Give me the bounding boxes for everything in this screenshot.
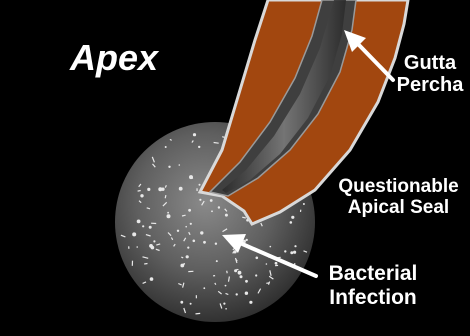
- bacterium-dot: [165, 146, 167, 148]
- bacterium-rod: [181, 257, 183, 258]
- bacterium-dot: [190, 303, 192, 305]
- bacterium-dot: [167, 214, 171, 218]
- bacterium-rod: [227, 271, 228, 274]
- bacterium-dot: [149, 226, 152, 229]
- bacterium-rod: [242, 217, 246, 218]
- bacterium-dot: [179, 164, 181, 166]
- bacterium-dot: [177, 230, 179, 232]
- bacterium-dot: [275, 262, 278, 265]
- bacterium-dot: [168, 166, 170, 168]
- bacterium-dot: [303, 203, 305, 205]
- bacterium-dot: [147, 188, 150, 191]
- apical-seal-label-line2: Apical Seal: [327, 197, 470, 218]
- bacterium-dot: [193, 240, 196, 243]
- bacterium-dot: [151, 246, 155, 250]
- bacterium-dot: [210, 199, 213, 202]
- bacterium-dot: [255, 274, 257, 276]
- bacterium-dot: [203, 287, 205, 289]
- bacterium-dot: [284, 250, 286, 252]
- apical-seal-label: Questionable Apical Seal: [327, 176, 470, 219]
- bacterium-dot: [290, 221, 293, 224]
- bacterium-dot: [187, 247, 189, 249]
- bacterium-dot: [167, 212, 169, 214]
- apical-seal-label-line1: Questionable: [327, 176, 470, 197]
- bacterium-dot: [215, 243, 217, 245]
- bacterium-dot: [200, 231, 203, 234]
- bacterium-dot: [142, 225, 144, 227]
- bacterium-dot: [153, 240, 155, 242]
- bacterium-dot: [216, 260, 218, 262]
- bacterium-dot: [246, 239, 248, 241]
- bacterial-infection-label-line1: Bacterial: [318, 262, 428, 286]
- bacterium-dot: [190, 223, 192, 225]
- bacterium-dot: [255, 257, 258, 260]
- gutta-percha-label-line1: Gutta: [390, 52, 470, 74]
- bacterium-dot: [199, 199, 201, 201]
- bacterium-rod: [144, 264, 147, 265]
- apex-title: Apex: [70, 40, 158, 76]
- bacterium-dot: [238, 271, 242, 275]
- bacterium-dot: [203, 241, 206, 244]
- bacterium-dot: [198, 146, 200, 148]
- bacterium-dot: [180, 301, 183, 304]
- bacterium-dot: [245, 280, 248, 283]
- bacterium-dot: [291, 216, 294, 219]
- bacterium-dot: [293, 251, 296, 254]
- bacterium-dot: [136, 246, 138, 248]
- bacterium-dot: [140, 194, 143, 197]
- bacterium-dot: [236, 293, 238, 295]
- gutta-percha-label-line2: Percha: [390, 74, 470, 96]
- bacterium-dot: [188, 209, 191, 212]
- bacterium-rod: [214, 143, 219, 144]
- bacterium-dot: [183, 263, 185, 265]
- bacterium-dot: [225, 285, 227, 287]
- bacterium-dot: [225, 214, 228, 217]
- bacterium-dot: [150, 277, 154, 281]
- bacterium-dot: [240, 275, 243, 278]
- bacterium-rod: [182, 215, 186, 216]
- bacterium-dot: [225, 308, 227, 310]
- bacterium-dot: [137, 220, 141, 224]
- bacterium-dot: [186, 255, 189, 258]
- bacterium-dot: [218, 206, 220, 208]
- bacterium-dot: [245, 292, 248, 295]
- bacterium-dot: [158, 187, 162, 191]
- bacterium-dot: [193, 133, 196, 136]
- bacterium-rod: [165, 195, 166, 198]
- bacterium-dot: [199, 184, 201, 186]
- bacterial-infection-label: Bacterial Infection: [318, 262, 428, 309]
- bacterial-infection-label-line2: Infection: [318, 286, 428, 310]
- bacterium-dot: [223, 303, 225, 305]
- bacterium-dot: [132, 232, 136, 236]
- bacterium-dot: [249, 301, 252, 304]
- bacterium-dot: [211, 210, 213, 212]
- bacterium-dot: [179, 187, 183, 191]
- bacterium-dot: [294, 245, 296, 247]
- bacterium-dot: [270, 246, 272, 248]
- bacterium-dot: [266, 263, 268, 265]
- bacterium-dot: [185, 226, 187, 228]
- bacterium-dot: [290, 251, 293, 254]
- bacterium-rod: [196, 313, 201, 314]
- gutta-percha-label: Gutta Percha: [390, 52, 470, 97]
- bacterium-rod: [138, 191, 141, 192]
